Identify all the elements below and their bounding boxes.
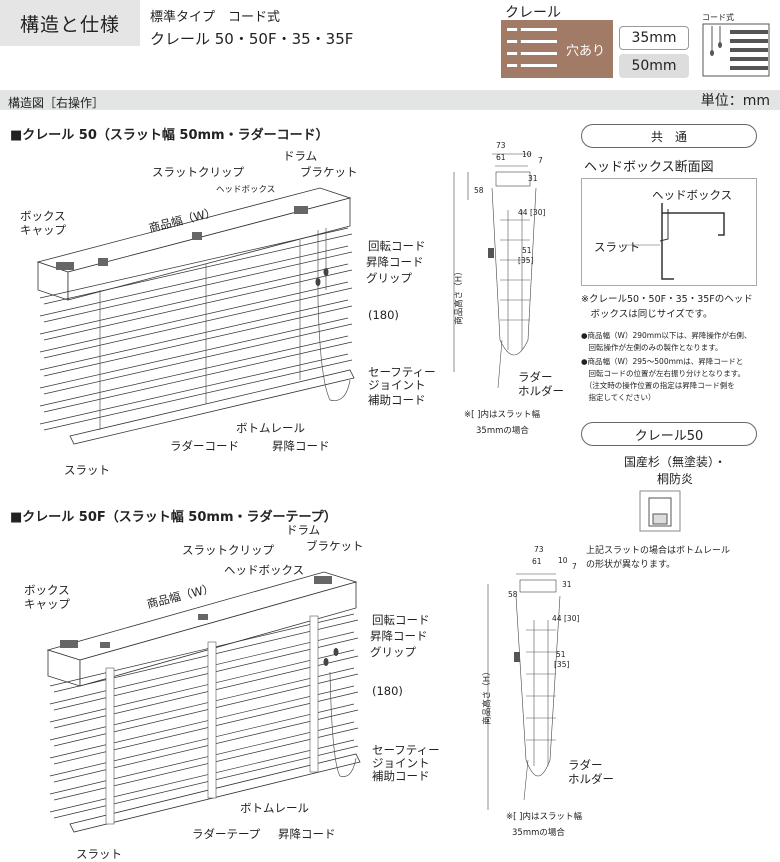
side-diagram-2 xyxy=(487,573,561,810)
s1-d30: [30] xyxy=(530,208,546,217)
s1-d73: 73 xyxy=(496,141,506,150)
s1-d35: [35] xyxy=(518,256,534,265)
d2-box-cap: ボックス キャップ xyxy=(24,583,70,611)
s1-d7: 7 xyxy=(538,156,543,165)
diagram1-title: ■クレール 50（スラット幅 50mm・ラダーコード） xyxy=(10,128,329,143)
s2-d44: 44 xyxy=(552,614,562,623)
d1-bottom-rail: ボトムレール xyxy=(236,421,305,435)
s1-holder: ラダー ホルダー xyxy=(518,370,564,399)
d1-safety: セーフティー ジョイント xyxy=(368,365,436,393)
subtype-label: 標準タイプ コード式 xyxy=(150,10,281,25)
s2-d31: 31 xyxy=(562,580,572,589)
swatch-label: 穴あり xyxy=(565,44,605,59)
d2-slat: スラット xyxy=(76,847,122,861)
hb-slat-label: スラット xyxy=(594,240,640,254)
d1-bracket: ブラケット xyxy=(300,165,358,179)
headbox-section-title: ヘッドボックス断面図 xyxy=(584,160,714,175)
s2-d7: 7 xyxy=(572,562,577,571)
d2-ladder: ラダーテープ xyxy=(192,827,261,841)
headbox-section-box: ヘッドボックス スラット xyxy=(581,178,757,286)
d2-safety: セーフティー ジョイント xyxy=(372,743,440,771)
d1-dim180: (180) xyxy=(368,308,399,322)
s2-note1: ※[ ]内はスラット幅 xyxy=(506,812,582,822)
s1-d61: 61 xyxy=(496,153,506,162)
d2-lift-cord2: 昇降コード xyxy=(278,827,336,841)
wood-slat-icon xyxy=(639,490,681,532)
d2-rot-cord: 回転コード xyxy=(372,613,430,627)
d2-headbox: ヘッドボックス xyxy=(224,563,305,577)
headbox-cross-section xyxy=(622,203,725,280)
s1-d10: 10 xyxy=(522,150,532,159)
d1-rot-cord: 回転コード xyxy=(368,239,426,253)
s1-d31: 31 xyxy=(528,174,538,183)
cord-type-label: コード式 xyxy=(702,13,734,22)
d2-dim180: (180) xyxy=(372,684,403,698)
d1-slat: スラット xyxy=(64,463,110,477)
s2-height: 商品高さ（H） xyxy=(482,667,493,725)
blind-diagram-2 xyxy=(46,571,361,833)
d1-ladder: ラダーコード xyxy=(170,439,239,453)
page-title: 構造と仕様 xyxy=(0,0,140,46)
d2-bracket: ブラケット xyxy=(306,539,364,553)
side-diagram-1 xyxy=(453,153,537,389)
s1-height: 商品高さ（H） xyxy=(454,267,465,325)
s2-d30: [30] xyxy=(564,614,580,623)
cord-type-icon xyxy=(702,23,770,77)
s1-d58: 58 xyxy=(474,186,484,195)
s2-note2: 35mmの場合 xyxy=(512,828,565,838)
d1-headbox: ヘッドボックス xyxy=(216,185,276,195)
s2-d61: 61 xyxy=(532,557,542,566)
s2-d58: 58 xyxy=(508,590,518,599)
wood-note: 上記スラットの場合はボトムレール の形状が異なります。 xyxy=(586,546,731,571)
common-pill: 共 通 xyxy=(581,124,757,148)
models-label: クレール 50・50F・35・35F xyxy=(150,30,354,48)
note-same: ※クレール50・50F・35・35Fのヘッド ボックスは同じサイズです。 xyxy=(581,294,753,321)
unit-label: 単位：mm xyxy=(700,93,770,109)
s1-d44: 44 xyxy=(518,208,528,217)
d2-lift-cord: 昇降コード xyxy=(370,629,428,643)
d1-box-cap: ボックス キャップ xyxy=(20,209,66,237)
d1-drum: ドラム xyxy=(283,149,318,163)
hb-label: ヘッドボックス xyxy=(652,188,733,202)
d2-aux: 補助コード xyxy=(372,769,430,783)
blind-diagram-1 xyxy=(36,187,355,445)
s2-holder: ラダー ホルダー xyxy=(568,758,614,787)
bullet-2: ●商品幅（W）295～500mmは、昇降コードと 回転コードの位置が左右振り分け… xyxy=(581,357,746,402)
s2-d73: 73 xyxy=(534,545,544,554)
s1-note2: 35mmの場合 xyxy=(476,426,529,436)
color-swatch[interactable]: 穴あり xyxy=(501,20,613,78)
s2-d35: [35] xyxy=(554,660,570,669)
kure50-pill: クレール50 xyxy=(581,422,757,446)
s1-d51: 51 xyxy=(522,246,532,255)
d2-slat-clip: スラットクリップ xyxy=(182,543,274,557)
d1-slat-clip: スラットクリップ xyxy=(152,165,244,179)
structure-label: 構造図［右操作］ xyxy=(8,96,105,110)
color-label: クレール xyxy=(505,5,561,21)
s1-note1: ※[ ]内はスラット幅 xyxy=(464,410,540,420)
diagram2-title: ■クレール 50F（スラット幅 50mm・ラダーテープ） xyxy=(10,510,337,525)
d2-bottom-rail: ボトムレール xyxy=(240,801,309,815)
section-bar xyxy=(0,90,780,110)
d1-grip: グリップ xyxy=(366,271,412,285)
slat-hole-icon xyxy=(507,27,557,68)
wood-label: 国産杉（無塗装）・ 桐防炎 xyxy=(623,455,726,486)
size-35-button[interactable]: 35mm xyxy=(619,26,689,50)
d1-lift-cord2: 昇降コード xyxy=(272,439,330,453)
bullet-1: ●商品幅（W）290mm以下は、昇降操作が右側、 回転操作が左側のみの製作となり… xyxy=(581,331,752,352)
d2-grip: グリップ xyxy=(370,645,416,659)
s2-d10: 10 xyxy=(558,556,568,565)
d1-aux: 補助コード xyxy=(368,393,426,407)
s2-d51: 51 xyxy=(556,650,566,659)
size-50-button[interactable]: 50mm xyxy=(619,54,689,78)
d1-lift-cord: 昇降コード xyxy=(366,255,424,269)
d2-drum: ドラム xyxy=(286,523,321,537)
